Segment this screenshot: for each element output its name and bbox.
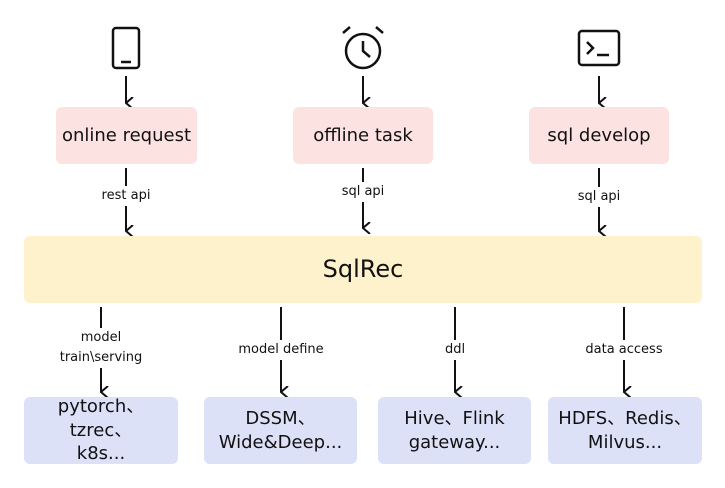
node-line2: gateway... — [408, 431, 501, 453]
edge-label-model-define: model define — [238, 340, 324, 361]
terminal-icon — [577, 29, 621, 67]
edge-label-data-access: data access — [585, 340, 663, 361]
edge-label-text: ddl — [444, 342, 466, 357]
node-online-request: online request — [56, 107, 197, 164]
node-dssm-widedeep: DSSM、 Wide&Deep... — [204, 397, 357, 464]
edge-label-sql-api-develop: sql api — [577, 187, 621, 208]
edge-label-text: sql api — [577, 189, 621, 204]
edge-label-line2: train\serving — [59, 350, 143, 366]
node-hive-flink-gateway: Hive、Flink gateway... — [378, 397, 531, 464]
node-sqlrec: SqlRec — [24, 236, 702, 303]
node-offline-task: offline task — [293, 107, 433, 164]
edge-label-sql-api-offline: sql api — [341, 182, 385, 203]
edge-label-text: model define — [238, 342, 324, 357]
node-line1: DSSM、 — [245, 408, 316, 430]
edge-label-ddl: ddl — [444, 340, 466, 361]
node-sql-develop: sql develop — [529, 107, 669, 164]
node-line1: pytorch、tzrec、 — [57, 396, 145, 441]
node-line2: k8s... — [76, 443, 126, 465]
edge-label-line1: model — [80, 330, 122, 345]
edge-label-text: sql api — [341, 184, 385, 199]
alarm-clock-icon — [342, 26, 384, 70]
edge-label-text: rest api — [101, 188, 151, 203]
node-pytorch-tzrec-k8s: pytorch、tzrec、 k8s... — [24, 396, 178, 465]
node-hdfs-redis-milvus: HDFS、Redis、 Milvus... — [548, 397, 702, 464]
node-line2: Wide&Deep... — [218, 431, 343, 453]
edge-label-rest-api: rest api — [101, 186, 151, 207]
node-line1: Hive、Flink — [404, 408, 505, 430]
node-line2: Milvus... — [587, 431, 663, 453]
node-line1: HDFS、Redis、 — [558, 408, 692, 430]
edge-label-model-train-serving: model train\serving — [59, 328, 143, 369]
edge-label-text: data access — [585, 342, 663, 357]
smartphone-icon — [111, 26, 141, 70]
